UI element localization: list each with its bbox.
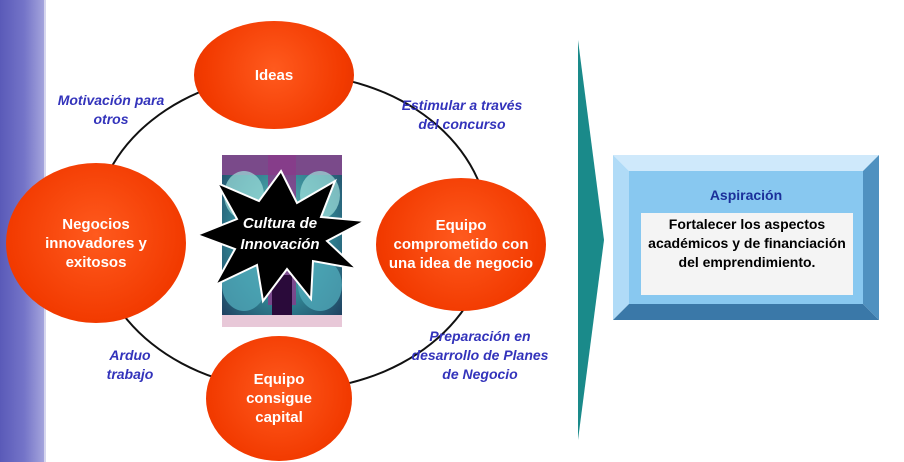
node-equipo-capital: Equipo consigue capital: [206, 336, 352, 461]
node-equipo-comprometido-label: Equipo comprometido con una idea de nego…: [388, 217, 534, 272]
node-negocios-label: Negocios innovadores y exitosos: [45, 215, 147, 271]
right-arrow-icon: [578, 40, 604, 440]
node-ideas: Ideas: [194, 21, 354, 129]
label-estimular: Estimular a través del concurso: [401, 97, 523, 132]
label-motivacion: Motivación para otros: [57, 92, 165, 127]
node-ideas-label: Ideas: [254, 66, 294, 84]
aspiration-title: Aspiración: [709, 187, 783, 203]
node-negocios: Negocios innovadores y exitosos: [6, 163, 186, 323]
node-equipo-comprometido: Equipo comprometido con una idea de nego…: [376, 178, 546, 311]
label-arduo: Arduo trabajo: [106, 347, 154, 382]
aspiration-text: Fortalecer los aspectos académicos y de …: [641, 213, 853, 295]
node-equipo-capital-label: Equipo consigue capital: [246, 371, 312, 426]
center-text: Cultura de Innovación: [240, 215, 320, 253]
innovation-starburst: [194, 169, 369, 304]
aspiration-panel: Aspiración Fortalecer los aspectos acadé…: [613, 155, 879, 320]
label-preparacion: Preparación en desarrollo de Planes de N…: [411, 328, 549, 382]
